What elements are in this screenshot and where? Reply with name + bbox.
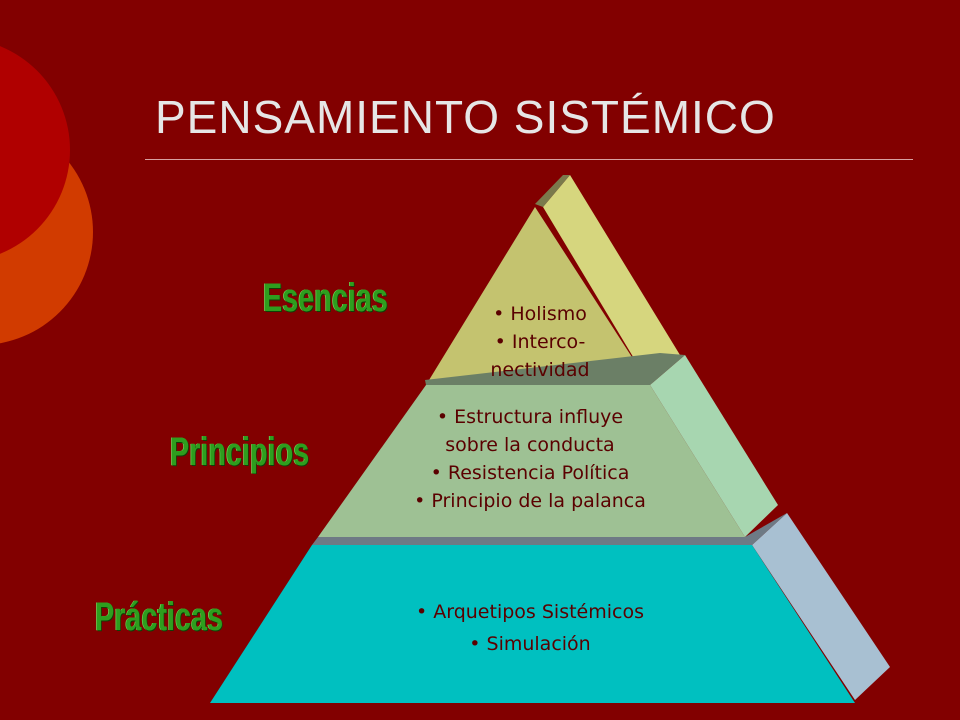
tier-middle-side [650, 355, 778, 537]
level-label-esencias: Esencias [263, 276, 388, 320]
list-item: Interco- [440, 328, 640, 356]
tier-top-edge [535, 175, 570, 207]
level-label-practicas: Prácticas [95, 595, 224, 639]
title-divider [145, 159, 913, 160]
slide-title: PENSAMIENTO SISTÉMICO [155, 91, 776, 143]
tier-top-side [543, 175, 680, 385]
list-item: Principio de la palanca [370, 487, 690, 515]
tier-top-text: Holismo Interco- nectividad [440, 300, 640, 384]
level-label-principios: Principios [170, 430, 310, 474]
list-item: Resistencia Política [370, 459, 690, 487]
decorative-red-circle [0, 46, 70, 254]
tier-middle-text: Estructura influye sobre la conducta Res… [370, 403, 690, 515]
list-item: Estructura influye [370, 403, 690, 431]
list-item: Arquetipos Sistémicos [360, 596, 700, 628]
tier-bottom-edge [312, 513, 787, 545]
list-item-continuation: sobre la conducta [445, 434, 615, 456]
tier-middle-edge [425, 353, 685, 385]
list-item: Simulación [360, 628, 700, 660]
tier-bottom-text: Arquetipos Sistémicos Simulación [360, 596, 700, 660]
tier-bottom-side [752, 513, 890, 700]
list-item-continuation: nectividad [490, 359, 590, 381]
list-item: Holismo [440, 300, 640, 328]
